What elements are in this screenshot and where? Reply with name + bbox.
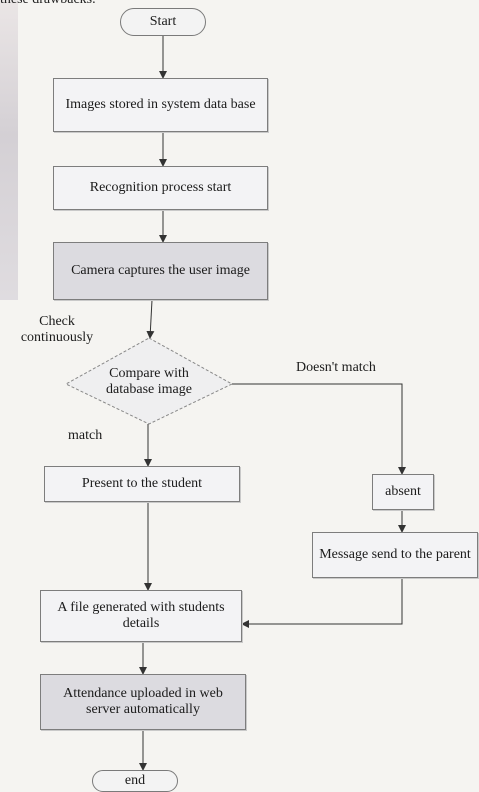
process-attendance-upload: Attendance uploaded in web server automa… [40,674,246,730]
process-absent: absent [372,474,434,510]
start-terminal: Start [120,8,206,36]
preceding-text-fragment: these drawbacks. [0,0,200,8]
arrow-compare-to-absent [232,383,406,475]
process-camera-capture: Camera captures the user image [53,242,268,300]
arrow-camera-to-compare [146,299,155,339]
process-recognition-start-label: Recognition process start [89,180,232,195]
end-terminal: end [92,770,178,792]
process-message-parent-label: Message send to the parent [319,547,471,562]
decision-compare-text: Compare with database image [106,366,192,397]
process-present-to-student-label: Present to the student [81,476,203,491]
end-label: end [124,773,146,788]
start-label: Start [149,14,177,29]
arrow-message-to-file [241,578,403,628]
match-label: match [68,428,102,444]
process-file-generated: A file generated with students details [40,590,242,642]
loop-label: Check continuously [2,314,112,346]
process-camera-capture-label: Camera captures the user image [71,263,250,278]
process-absent-label: absent [385,484,421,499]
background-artwork [0,0,18,300]
process-attendance-upload-label: Attendance uploaded in web server automa… [63,686,223,717]
process-message-parent: Message send to the parent [312,532,478,578]
process-images-stored: Images stored in system data base [53,78,268,132]
no-match-label: Doesn't match [296,360,376,376]
process-present-to-student: Present to the student [44,466,240,502]
process-recognition-start: Recognition process start [53,166,268,210]
decision-diamond [64,337,234,425]
match-text: match [68,428,103,443]
decision-compare-label: Compare with database image [94,366,204,398]
process-file-generated-label: A file generated with students details [57,600,225,631]
no-match-text: Doesn't match [296,360,376,375]
process-images-stored-label: Images stored in system data base [65,97,256,112]
loop-label-text: Check continuously [20,314,94,345]
